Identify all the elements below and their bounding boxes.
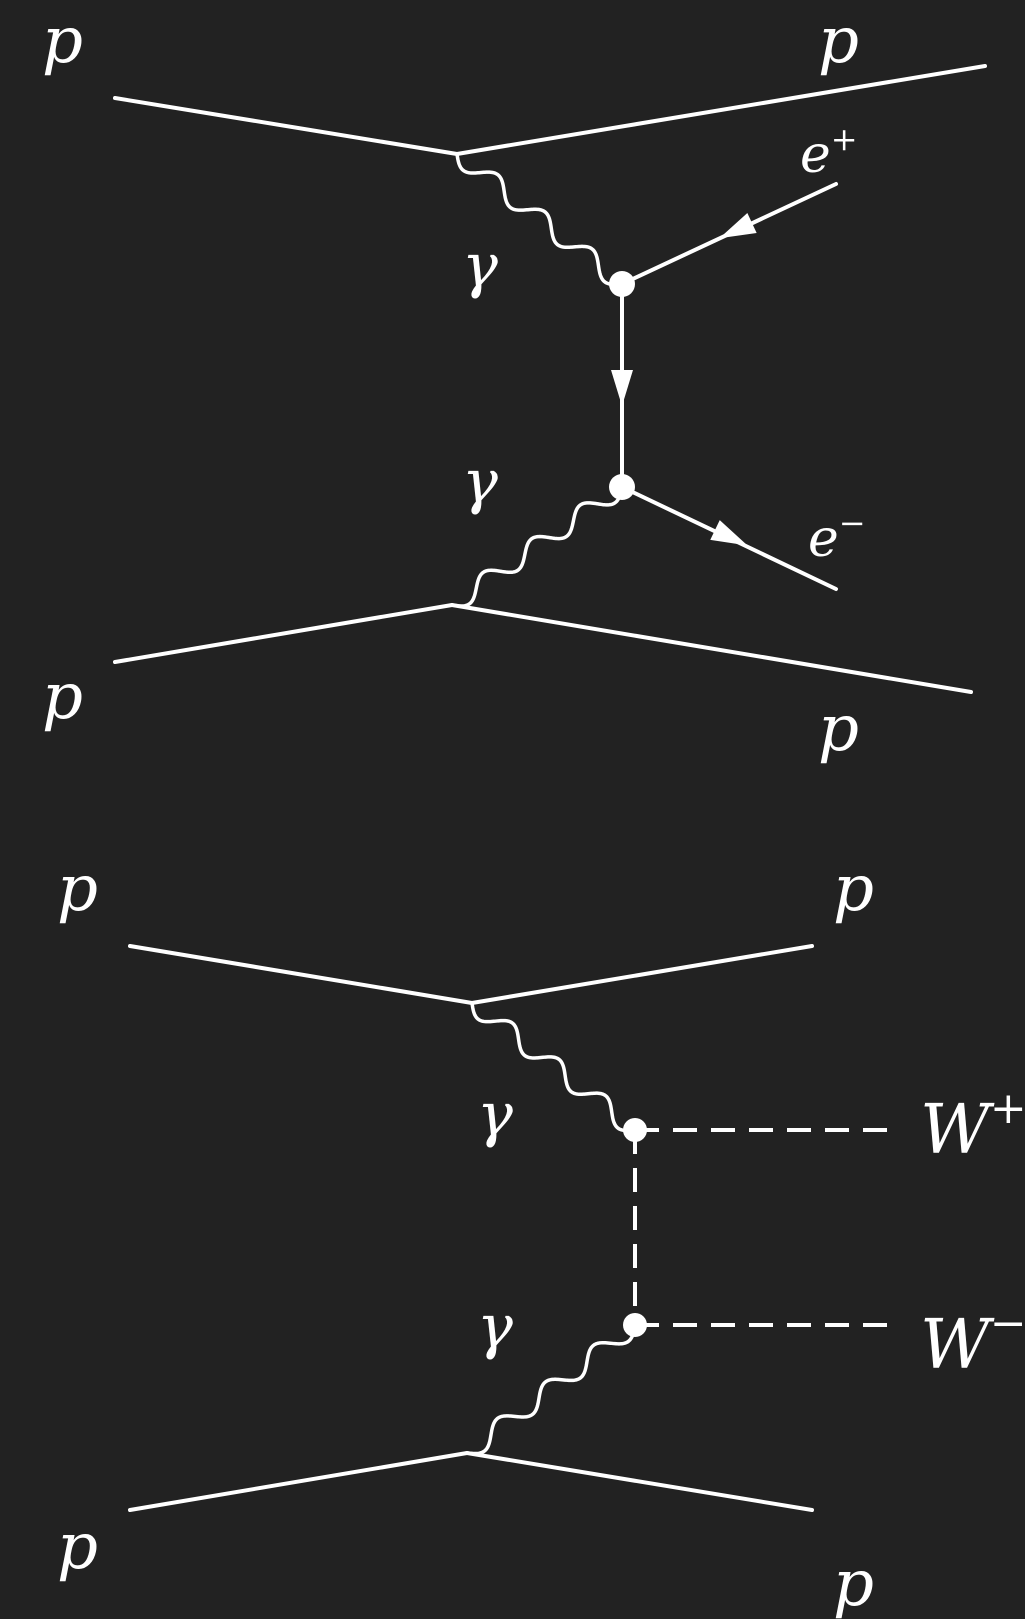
- label-proton-bottom-left: p: [57, 1510, 98, 1584]
- label-electron: e−: [808, 504, 866, 569]
- proton-line-bottom-left: [113, 603, 454, 664]
- photon-line-lower: [466, 1324, 637, 1456]
- label-proton-bottom-right: p: [833, 1547, 874, 1619]
- proton-line-bottom-right: [465, 1451, 814, 1512]
- propagator-arrow: [611, 370, 633, 406]
- proton-line-top-left: [128, 944, 474, 1005]
- label-proton-top-left: p: [42, 4, 83, 78]
- label-proton-bottom-left: p: [42, 660, 83, 734]
- label-photon-lower: γ: [462, 447, 498, 517]
- vertex-lower: [623, 1313, 647, 1337]
- electron-arrow: [710, 520, 748, 546]
- photon-line-upper: [470, 1002, 636, 1133]
- label-photon-upper: γ: [462, 231, 498, 301]
- label-proton-top-right: p: [818, 4, 859, 78]
- label-w-minus: W−: [920, 1298, 1025, 1385]
- vertex-lower: [609, 474, 635, 500]
- vertex-upper: [609, 271, 635, 297]
- label-positron: e+: [800, 120, 858, 185]
- proton-line-bottom-left: [128, 1451, 469, 1512]
- diagram-ee: p p γ γ e+ e− p p: [42, 4, 987, 766]
- vertex-upper: [623, 1118, 647, 1142]
- proton-line-top-right: [455, 64, 987, 156]
- proton-line-bottom-right: [450, 603, 973, 694]
- label-photon-upper: γ: [477, 1080, 513, 1150]
- proton-line-top-left: [113, 96, 459, 156]
- label-proton-bottom-right: p: [818, 692, 859, 766]
- positron-arrow: [719, 213, 757, 239]
- photon-line-lower: [451, 486, 624, 608]
- label-w-plus: W+: [920, 1083, 1025, 1170]
- photon-line-upper: [455, 153, 623, 287]
- label-proton-top-right: p: [833, 852, 874, 926]
- proton-line-top-right: [470, 944, 814, 1005]
- label-proton-top-left: p: [57, 852, 98, 926]
- diagram-ww: p p γ γ W+ W− p p: [57, 852, 1025, 1619]
- label-photon-lower: γ: [477, 1292, 513, 1362]
